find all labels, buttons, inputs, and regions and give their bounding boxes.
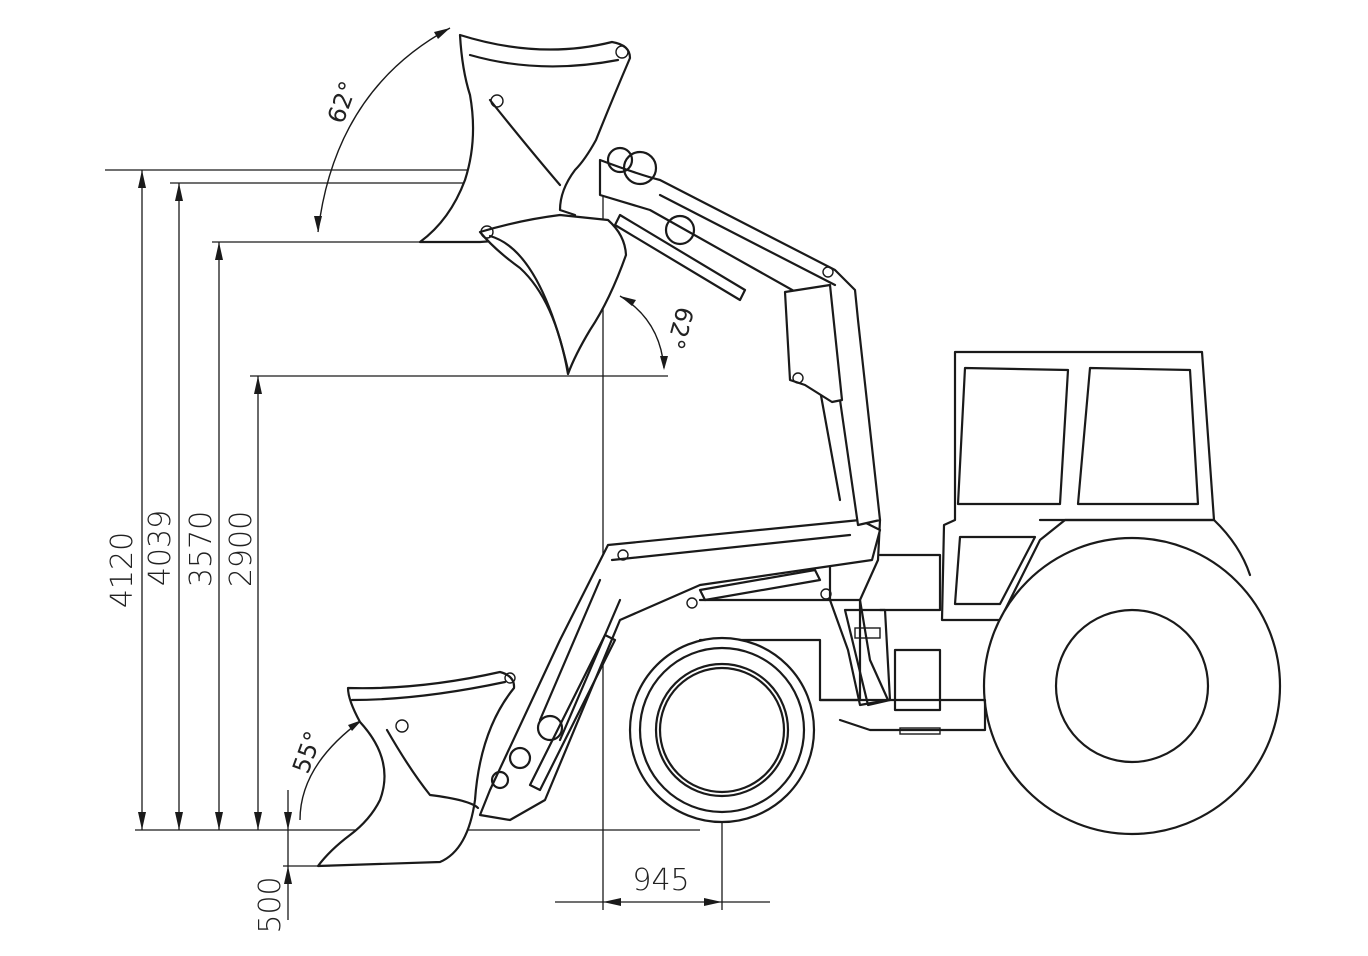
upper-tilt-angle [314, 27, 451, 233]
tractor [628, 350, 1282, 836]
dump-angle-label: 62° [661, 304, 699, 352]
dim-4039-label: 4039 [143, 510, 178, 586]
dim-3570-label: 3570 [184, 511, 219, 587]
dim-500-label: 500 [253, 876, 288, 933]
lower-tilt-angle-label: 55° [287, 727, 328, 777]
dim-945-label: 945 [632, 863, 689, 898]
upper-tilt-angle-label: 62° [322, 77, 363, 127]
dim-4120-label: 4120 [105, 532, 140, 608]
bucket-lowered [316, 670, 516, 868]
dump-angle [619, 295, 668, 370]
lower-tilt-angle [299, 719, 363, 821]
dim-2900-label: 2900 [224, 511, 259, 587]
bucket-raised-level [418, 33, 632, 244]
loader-arm-raised [598, 146, 882, 527]
loader-arm-lowered [478, 518, 882, 822]
bucket-raised-dump [478, 213, 628, 376]
